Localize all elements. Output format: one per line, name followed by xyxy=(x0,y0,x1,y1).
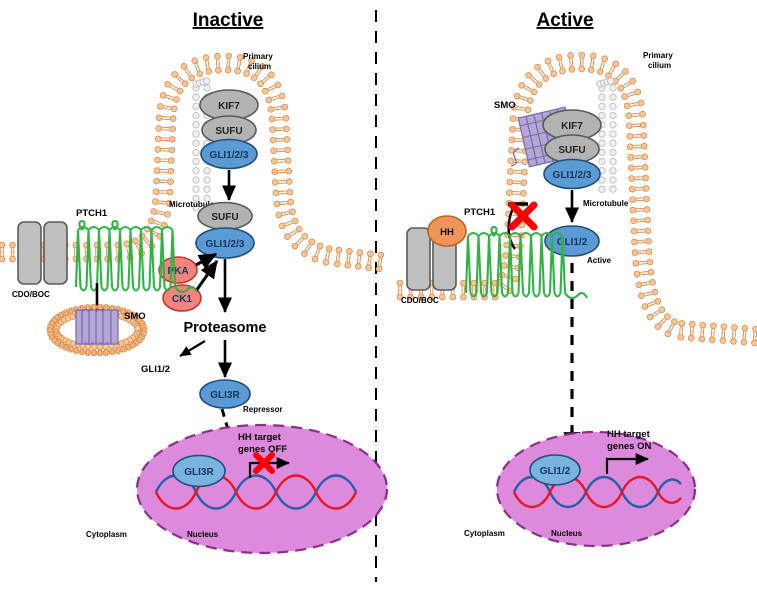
ciliary-complex-active: KIF7 SUFU GLI1/2/3 xyxy=(542,109,602,190)
protein-gli123-active-label: GLI1/2/3 xyxy=(553,170,592,181)
protein-gli12-nucleus-label: GLI1/2 xyxy=(540,466,571,477)
kinases-inactive: PKA CK1 xyxy=(158,252,219,312)
receptor-cdo-boc-inactive: CDO/BOC xyxy=(12,221,68,299)
transcription-arrow-on xyxy=(605,453,649,474)
protein-gli123-cilium xyxy=(200,138,258,170)
microtubule-label-active: Microtubule xyxy=(583,199,629,208)
red-x-icon-inhibition-blocked xyxy=(508,201,538,231)
protein-sufu-cilium-label: SUFU xyxy=(215,126,242,137)
smo-label-inactive: SMO xyxy=(124,311,146,322)
protein-gli123-cilium-label: GLI1/2/3 xyxy=(210,150,249,161)
protein-gli123-cytoplasm xyxy=(195,227,255,259)
panel-title-inactive: Inactive xyxy=(193,10,264,31)
protein-gli12-active-label: GLI1/2 xyxy=(557,237,588,248)
microtubule-label: Microtubule xyxy=(169,200,215,209)
cdo-boc-label: CDO/BOC xyxy=(12,290,50,299)
primary-cilium-label-line2: cilium xyxy=(248,62,271,71)
ptch1-extracellular-domain xyxy=(78,219,86,231)
protein-gli123-cytoplasm-label: GLI1/2/3 xyxy=(206,239,245,250)
protein-sufu-active-label: SUFU xyxy=(558,145,585,156)
hh-target-genes-line1: HH target xyxy=(238,432,282,443)
protein-gli3r-label: GLI3R xyxy=(210,390,240,401)
hh-target-genes-line2: genes OFF xyxy=(238,444,287,455)
hh-ligand-label: HH xyxy=(440,227,454,238)
protein-gli3r-nucleus xyxy=(172,454,226,488)
arrow-pka-to-gli xyxy=(195,252,218,270)
primary-cilium-label-active-line1: Primary xyxy=(643,51,673,60)
nucleus-label-active: Nucleus xyxy=(551,529,583,538)
ptch1-label-active: PTCH1 xyxy=(464,207,496,218)
red-x-icon-transcription-blocked xyxy=(253,452,275,474)
ptch1-transmembrane-helices xyxy=(74,229,177,292)
ciliary-complex-inactive: KIF7 SUFU GLI1/2/3 xyxy=(199,89,259,170)
ptch1-extracellular-loops xyxy=(467,232,564,237)
transcription-arrow-off xyxy=(248,457,290,478)
smo-protein-inactive xyxy=(75,309,119,345)
nucleus-label: Nucleus xyxy=(187,530,219,539)
ptch1-label: PTCH1 xyxy=(76,208,108,219)
cdo-boc-subunit-1-active xyxy=(406,227,431,291)
protein-gli12-nucleus xyxy=(529,454,581,486)
protein-gli3r xyxy=(199,379,251,409)
kinase-ck1 xyxy=(162,284,202,312)
cytoplasm-label: Cytoplasm xyxy=(86,530,127,539)
protein-sufu-cytoplasm-label: SUFU xyxy=(211,212,238,223)
active-panel: Microtubule Primary cilium SMO KIF7 SUFU… xyxy=(396,51,757,548)
hh-target-genes-active-line2: genes ON xyxy=(607,441,651,452)
hh-ligand-shape xyxy=(427,215,467,247)
nucleus-inactive: GLI3R HH target genes OFF Nucleus Cytopl… xyxy=(86,423,389,555)
ptch1-extracellular-domain xyxy=(490,225,498,237)
primary-cilium-label-active-line2: cilium xyxy=(648,61,671,70)
inactive-panel: Microtubule Primary cilium KIF7 SUFU GLI… xyxy=(0,52,389,555)
kinase-pka xyxy=(158,256,198,284)
dna-helix-active xyxy=(512,475,682,509)
protein-gli123-active xyxy=(543,158,601,190)
ptch1-cytoplasmic-tail xyxy=(564,292,588,300)
ptch1-extracellular-domain xyxy=(111,219,119,231)
smo-label-active: SMO xyxy=(494,100,516,111)
kinase-ck1-label: CK1 xyxy=(172,294,192,305)
ptch1-transmembrane-helices xyxy=(464,235,567,298)
ligand-hh: HH xyxy=(427,215,467,247)
arrow-ck1-to-gli xyxy=(194,260,219,292)
gli3r-role-label: Repressor xyxy=(243,405,283,414)
gli12-role-label: Active xyxy=(587,256,612,265)
cdo-boc-subunit-1 xyxy=(17,221,42,285)
arrow-proteasome-to-gli12 xyxy=(179,340,206,357)
cdo-boc-label-active: CDO/BOC xyxy=(401,296,439,305)
gli12-degraded-label: GLI1/2 xyxy=(141,364,170,375)
cytoplasm-label-active: Cytoplasm xyxy=(464,529,505,538)
hh-target-genes-active-line1: HH target xyxy=(607,429,651,440)
gli3r-cytoplasm: GLI3R Repressor xyxy=(199,379,283,414)
protein-kif7-label: KIF7 xyxy=(218,101,240,112)
primary-cilium-label-line1: Primary xyxy=(243,52,273,61)
receptor-ptch1-inactive xyxy=(74,219,198,294)
cdo-boc-subunit-2 xyxy=(43,221,68,285)
proteasome-label: Proteasome xyxy=(183,320,266,336)
kinase-pka-label: PKA xyxy=(167,266,188,277)
cytoplasmic-complex-inactive: SUFU GLI1/2/3 xyxy=(195,201,255,259)
ptch1-cytoplasmic-tail xyxy=(174,286,198,294)
inhibition-blocked-active xyxy=(507,201,538,250)
nucleus-active: GLI1/2 HH target genes ON Nucleus Cytopl… xyxy=(464,429,697,548)
nucleus-envelope-active xyxy=(495,430,697,548)
protein-gli3r-nucleus-label: GLI3R xyxy=(184,467,214,478)
panel-title-active: Active xyxy=(536,10,593,31)
protein-kif7-active-label: KIF7 xyxy=(561,121,583,132)
receptor-ptch1-active xyxy=(464,225,588,300)
